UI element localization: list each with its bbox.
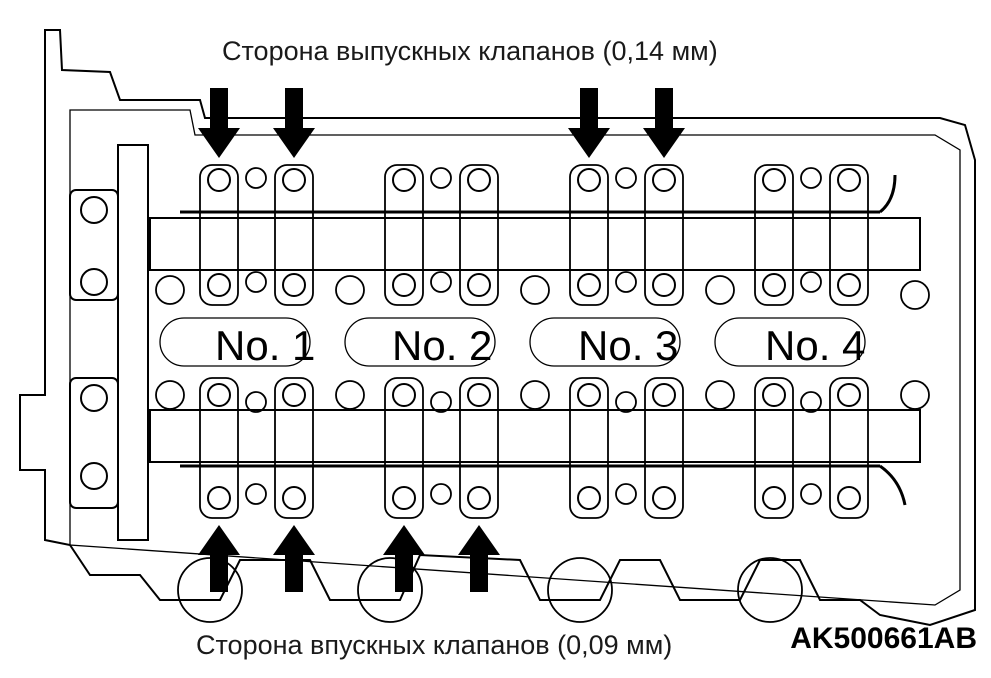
exhaust-rockers [199, 164, 869, 306]
exhaust-oil-pipe-bend [879, 174, 897, 214]
arrow-down-icon [568, 88, 610, 158]
figure-code: AK500661AB [790, 622, 977, 655]
timing-strip [117, 144, 149, 541]
cam-sprocket-upper [69, 189, 119, 301]
cylinder-head-outline [19, 29, 976, 627]
arrow-up-icon [383, 525, 425, 592]
arrow-up-icon [458, 525, 500, 592]
cylinder-3-label: No. 3 [578, 322, 679, 369]
intake-oil-pipe-bend [879, 464, 907, 506]
cam-sprocket-lower [69, 377, 119, 509]
intake-rockers [199, 377, 869, 519]
left-bolt-3 [80, 384, 108, 412]
left-bolt-2 [80, 268, 108, 296]
intake-ports [177, 557, 803, 623]
arrow-down-icon [273, 88, 315, 158]
cylinder-2-label: No. 2 [392, 322, 493, 369]
cylinder-1-label: No. 1 [215, 322, 316, 369]
plug-wells [159, 317, 866, 367]
arrow-down-icon [643, 88, 685, 158]
arrow-up-icon [198, 525, 240, 592]
exhaust-adjust-screws [207, 168, 861, 297]
arrow-up-icon [273, 525, 315, 592]
exhaust-cap-bolts [155, 167, 930, 310]
intake-camshaft [149, 409, 921, 463]
intake-arrows [198, 525, 500, 592]
exhaust-side-caption: Сторона выпускных клапанов (0,14 мм) [222, 36, 718, 66]
left-bolt-4 [80, 462, 108, 490]
arrow-down-icon [198, 88, 240, 158]
head-inner-outline [69, 109, 961, 606]
intake-side-caption: Сторона впускных клапанов (0,09 мм) [196, 630, 673, 660]
exhaust-camshaft [149, 217, 921, 271]
intake-cap-bolts [155, 380, 930, 505]
cylinder-4-label: No. 4 [765, 322, 866, 369]
exhaust-arrows [198, 88, 685, 158]
intake-adjust-screws [207, 383, 861, 510]
left-bolt-1 [80, 196, 108, 224]
